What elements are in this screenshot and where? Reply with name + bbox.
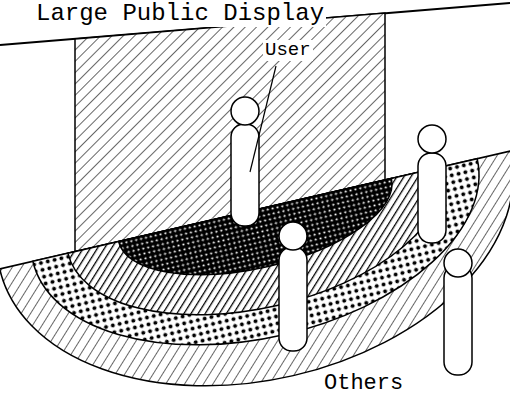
user-label: User xyxy=(263,40,313,61)
other-figure xyxy=(418,125,446,243)
other-figure xyxy=(444,249,472,375)
user-figure xyxy=(231,97,259,226)
leader-line xyxy=(250,66,276,172)
display-label: Large Public Display xyxy=(34,1,326,27)
other-figure xyxy=(279,222,307,351)
others-label: Others xyxy=(322,372,405,396)
interaction-zone xyxy=(119,179,405,298)
near-zone xyxy=(68,167,464,349)
